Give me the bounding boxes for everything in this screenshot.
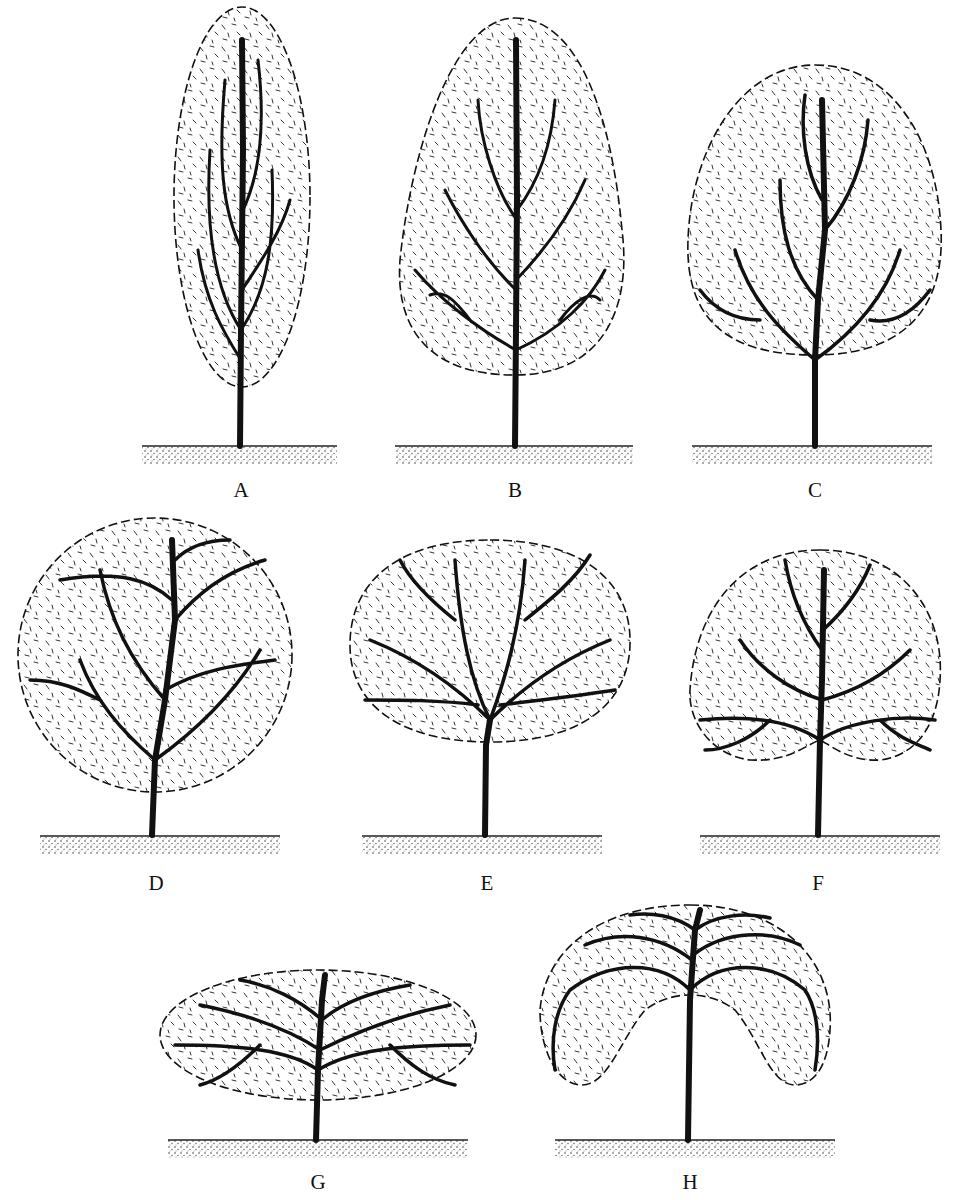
ground [40, 446, 940, 1158]
tree-letter: A [233, 480, 248, 501]
tree-letter: H [682, 1172, 697, 1193]
tree-letter: D [148, 873, 163, 894]
tree-letter: F [812, 873, 824, 894]
tree-branches [30, 40, 935, 1140]
tree-letter: G [310, 1172, 325, 1193]
tree-letter: E [481, 873, 494, 894]
tree-letter: C [808, 480, 822, 501]
tree-letter: B [508, 480, 522, 501]
tree-crown [18, 7, 941, 1100]
ground-line [40, 446, 940, 1140]
